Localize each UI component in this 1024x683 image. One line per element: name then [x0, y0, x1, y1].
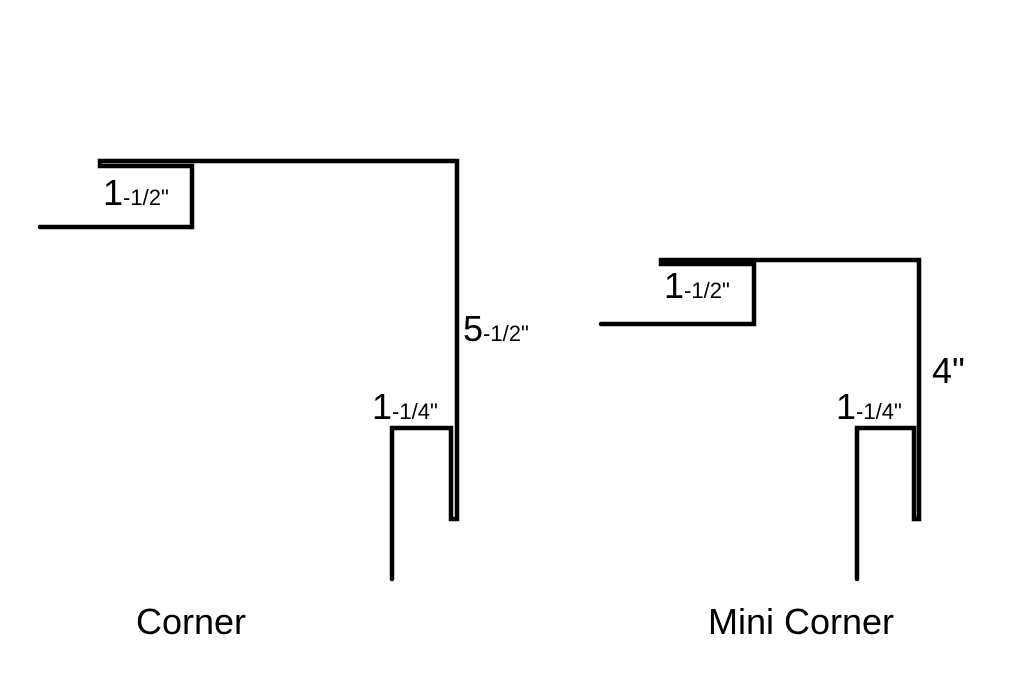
corner-caption: Corner — [136, 601, 246, 642]
mini-corner-top-return-dimension: 1-1/2" — [664, 265, 730, 306]
mini-corner-caption: Mini Corner — [708, 601, 894, 642]
corner-top-return-dimension: 1-1/2" — [103, 172, 169, 213]
corner-profile: 1-1/2" 5-1/2" 1-1/4" Corner — [37, 158, 529, 642]
corner-bottom-return-dimension: 1-1/4" — [372, 386, 438, 427]
corner-leg-dimension: 5-1/2" — [463, 308, 529, 349]
mini-corner-profile: 1-1/2" 4" 1-1/4" Mini Corner — [598, 257, 965, 642]
mini-corner-bottom-return-dimension: 1-1/4" — [836, 386, 902, 427]
mini-corner-leg-dimension: 4" — [932, 350, 965, 391]
mini-corner-profile-outline — [598, 257, 922, 582]
corner-profile-outline — [37, 158, 460, 582]
